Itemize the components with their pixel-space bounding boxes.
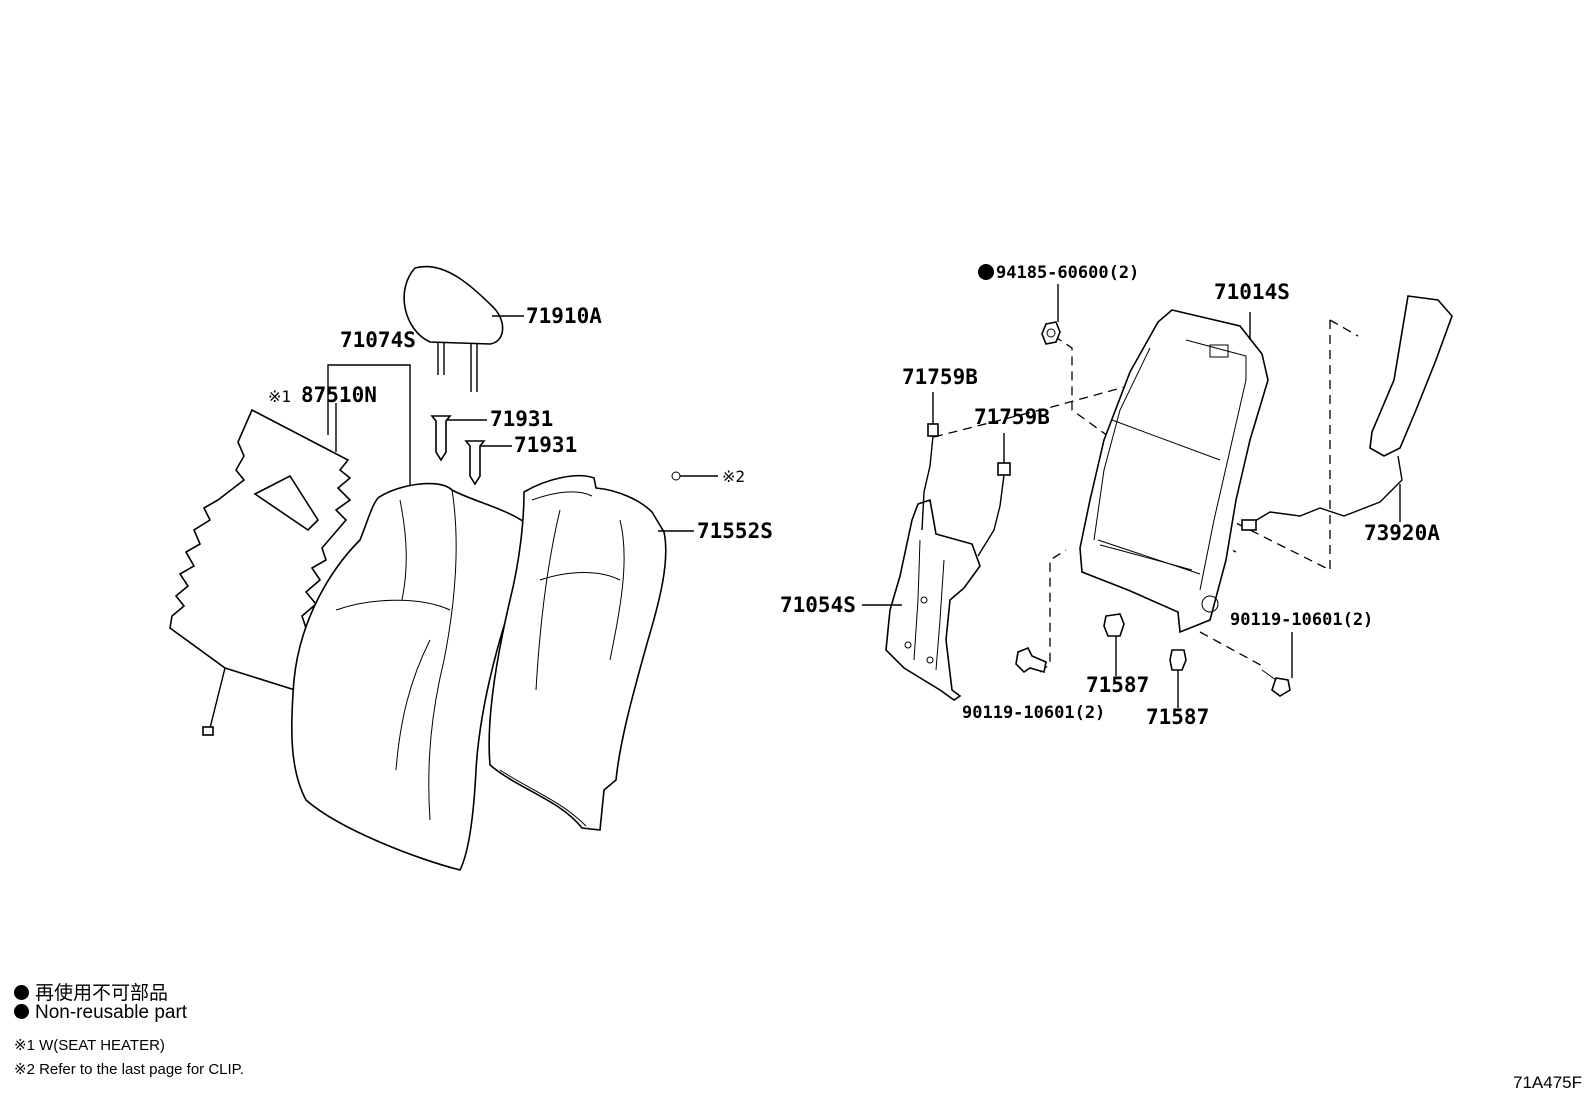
clip-part[interactable] [671, 471, 681, 481]
legend-jp: 再使用不可部品 [14, 978, 168, 1005]
filled-dot-icon [14, 1004, 29, 1019]
note1-marker: ※1 [268, 387, 291, 406]
note2-marker: ※2 [722, 467, 745, 486]
legend-en: Non-reusable part [14, 1002, 187, 1024]
seatback-frame-part[interactable] [1079, 309, 1269, 634]
label-71759B-a: 71759B [902, 365, 978, 389]
adjuster-part[interactable] [885, 498, 981, 701]
non-reusable-marker-icon [978, 264, 994, 280]
label-71931-a: 71931 [490, 407, 553, 431]
label-71759B-b: 71759B [974, 405, 1050, 429]
filled-dot-icon [14, 985, 29, 1000]
seat-heater-part[interactable] [169, 408, 352, 736]
label-71587-a: 71587 [1086, 673, 1149, 697]
legend-note1: ※1 W(SEAT HEATER) [14, 1037, 165, 1054]
legend-note2: ※2 Refer to the last page for CLIP. [14, 1061, 244, 1078]
label-90119-10601-b: 90119-10601(2) [962, 703, 1105, 723]
side-airbag-part[interactable] [1241, 295, 1453, 531]
cable-part[interactable] [921, 423, 1011, 557]
label-71054S: 71054S [780, 593, 856, 617]
illustration-reference-code: 71A475F [1513, 1073, 1582, 1092]
label-71931-b: 71931 [514, 433, 577, 457]
label-71014S: 71014S [1214, 280, 1290, 304]
nut-part[interactable] [1041, 321, 1061, 345]
label-71910A: 71910A [526, 304, 602, 328]
seatback-pad-part[interactable] [488, 474, 667, 831]
label-73920A: 73920A [1364, 521, 1440, 545]
seatback-cover-part[interactable] [290, 482, 531, 871]
label-71074S: 71074S [340, 328, 416, 352]
label-94185-60600: 94185-60600(2) [996, 263, 1139, 283]
legend-jp-text: 再使用不可部品 [35, 983, 169, 1004]
label-71587-b: 71587 [1146, 705, 1209, 729]
headrest-guide-part[interactable] [430, 415, 486, 486]
label-87510N: 87510N [301, 383, 377, 407]
label-71552S: 71552S [697, 519, 773, 543]
bolt-part[interactable] [1015, 646, 1291, 697]
headrest-part[interactable] [403, 265, 504, 392]
clip-part-71587[interactable] [1103, 613, 1187, 671]
legend-en-text: Non-reusable part [35, 1002, 188, 1023]
label-90119-10601-a: 90119-10601(2) [1230, 610, 1373, 630]
